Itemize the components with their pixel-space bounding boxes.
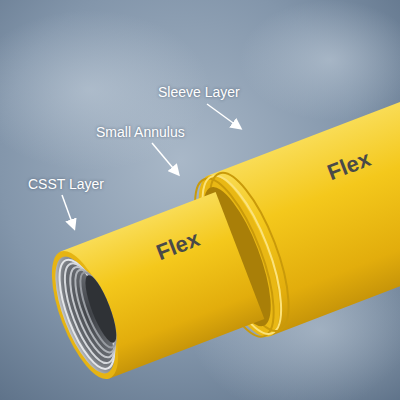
leader-line (207, 104, 240, 128)
leader-line (152, 143, 178, 174)
part-label: Sleeve Layer (158, 84, 240, 100)
part-label: CSST Layer (28, 176, 104, 192)
leader-line (62, 195, 74, 228)
part-label: Small Annulus (96, 124, 185, 140)
